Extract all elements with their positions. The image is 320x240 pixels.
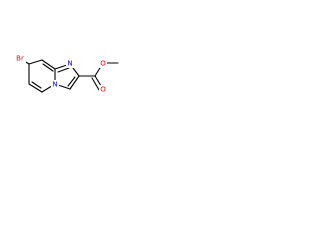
atom-labels: Br N N O O (13, 54, 107, 94)
bridgehead-nitrogen-atom: N (52, 81, 57, 89)
bond-c2-c3 (69, 75, 80, 90)
imidazole-nitrogen-atom: N (67, 60, 72, 68)
bond-c8-c8a (41, 59, 56, 70)
bromine-atom: Br (16, 55, 24, 63)
bond-ccarbonyl-ocarbonyl-double (91, 77, 100, 91)
carbonyl-oxygen-atom: O (100, 86, 106, 94)
bond-c5-c6 (28, 83, 43, 93)
bond-c2-c3-double (67, 76, 76, 87)
chemical-structure: Br N N O O (13, 54, 119, 94)
bond-c8a-n1-double (57, 67, 70, 73)
bond-c7-c8 (28, 59, 43, 65)
ester-oxygen-atom: O (100, 60, 106, 68)
bond-c5-c6-double (31, 81, 42, 89)
bond-c8-c8a-double (42, 63, 54, 72)
